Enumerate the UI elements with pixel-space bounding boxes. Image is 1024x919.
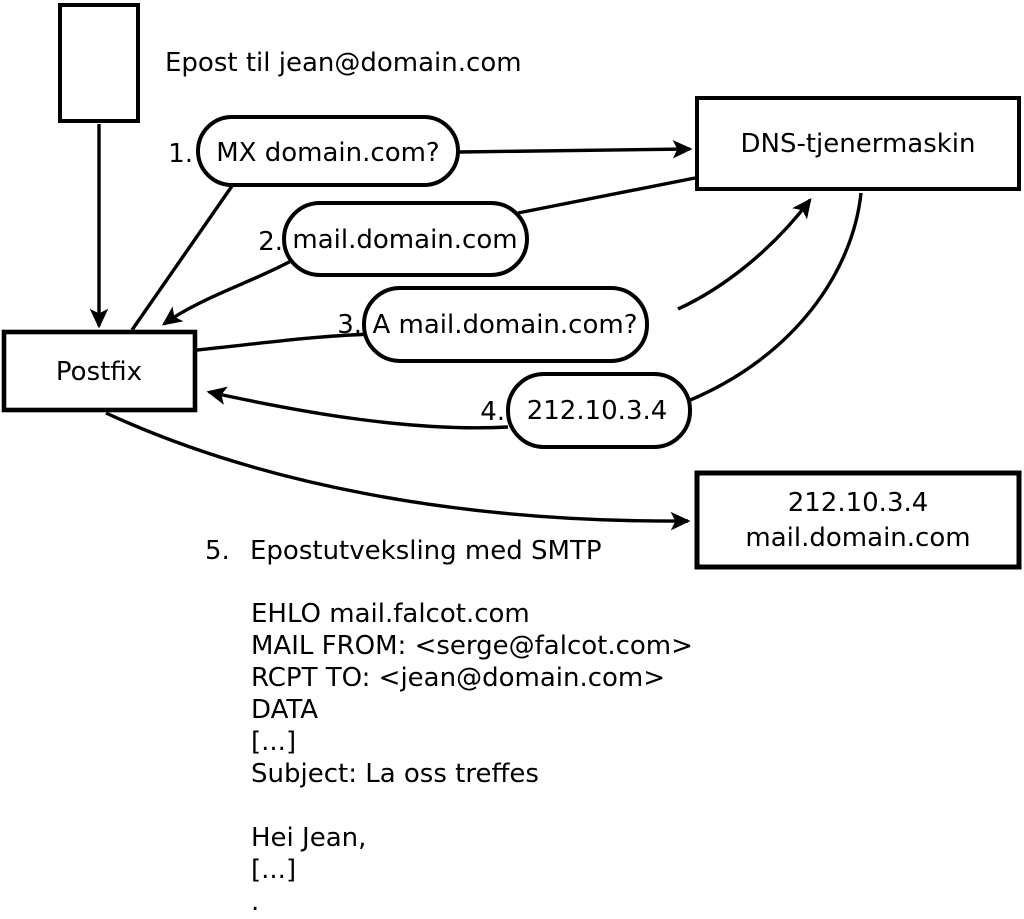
pill-a-query	[362, 286, 649, 363]
smtp-line: EHLO mail.falcot.com	[251, 599, 530, 629]
step-3-label: A mail.domain.com?	[373, 310, 638, 340]
step-5-number: 5.	[205, 536, 230, 566]
line-postfix-to-mx-query	[130, 185, 234, 331]
arrow-a-reply-to-postfix	[206, 386, 509, 430]
mailserver-host-label: mail.domain.com	[745, 523, 970, 553]
postfix-box	[1, 329, 198, 413]
arrow-mx-reply-to-postfix	[161, 259, 292, 326]
step-3-number: 3.	[337, 310, 362, 340]
smtp-line: Hei Jean,	[251, 823, 366, 853]
pill-mx-reply	[282, 201, 529, 277]
pill-mx-query	[196, 115, 460, 187]
smtp-line: [...]	[251, 727, 296, 757]
step-4-number: 4.	[480, 397, 505, 427]
step-2-number: 2.	[258, 227, 283, 257]
smtp-line: MAIL FROM: <serge@falcot.com>	[251, 631, 693, 661]
labels: Epost til jean@domain.com DNS-tjenermask…	[56, 48, 976, 566]
postfix-label: Postfix	[56, 357, 142, 387]
smtp-line: .	[251, 887, 259, 917]
arrow-a-query-to-dns	[677, 197, 812, 311]
smtp-line: Subject: La oss treffes	[251, 759, 539, 789]
step-5-label: Epostutveksling med SMTP	[250, 536, 602, 566]
line-dns-to-mx-reply	[517, 176, 696, 215]
smtp-session-block: EHLO mail.falcot.com MAIL FROM: <serge@f…	[251, 599, 693, 917]
smtp-line: [...]	[251, 855, 296, 885]
header-label: Epost til jean@domain.com	[165, 48, 522, 78]
mailserver-box	[694, 470, 1022, 570]
line-postfix-to-a-query	[196, 332, 381, 352]
dns-server-box	[695, 96, 1021, 191]
arrow-postfix-to-mailserver	[105, 411, 691, 531]
line-dns-to-a-reply	[687, 192, 863, 403]
pill-a-reply	[506, 372, 692, 449]
step-1-label: MX domain.com?	[216, 138, 439, 168]
smtp-line: RCPT TO: <jean@domain.com>	[251, 663, 665, 693]
nodes	[1, 3, 1022, 570]
step-2-label: mail.domain.com	[292, 225, 517, 255]
arrow-mx-query-to-dns	[458, 139, 693, 159]
edges	[89, 124, 863, 531]
step-4-label: 212.10.3.4	[527, 396, 668, 426]
email-document-box	[58, 3, 140, 123]
dns-server-label: DNS-tjenermaskin	[740, 129, 975, 159]
step-1-number: 1.	[168, 139, 193, 169]
smtp-line: DATA	[251, 695, 318, 725]
mailserver-ip-label: 212.10.3.4	[788, 488, 929, 518]
